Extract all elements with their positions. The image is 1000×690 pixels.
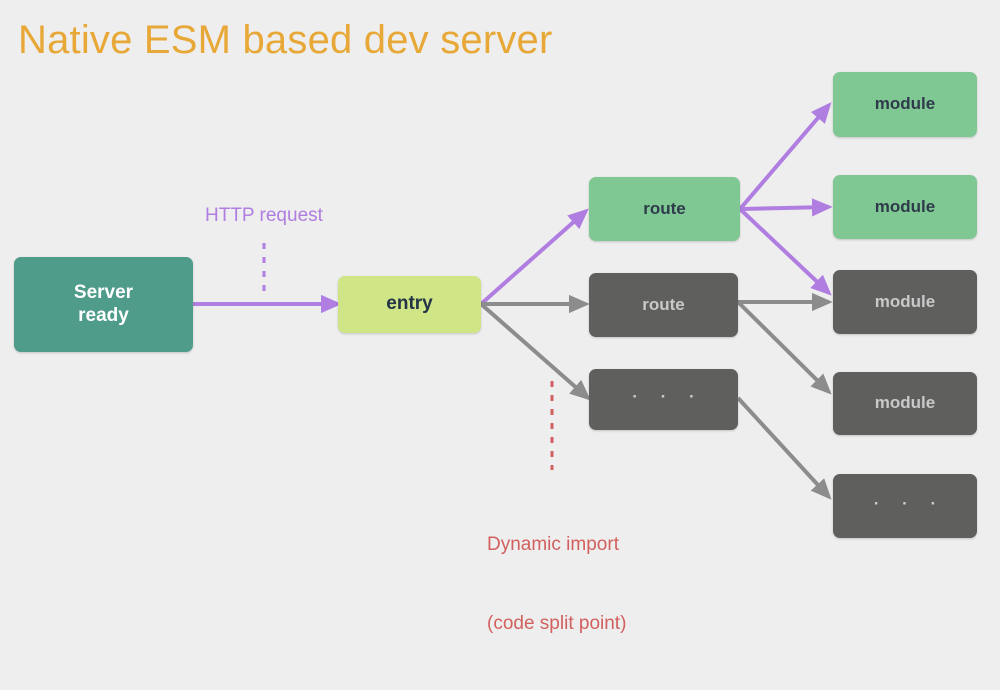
node-entry-label: entry bbox=[386, 293, 433, 315]
node-route-inactive[interactable]: route bbox=[589, 273, 738, 337]
edge-layer bbox=[193, 102, 833, 500]
node-route-active-label: route bbox=[643, 198, 686, 218]
diagram-canvas: Native ESM based dev server bbox=[14, 18, 977, 635]
node-route-inactive-label: route bbox=[642, 294, 685, 314]
node-module-4[interactable]: module bbox=[833, 372, 977, 435]
node-module-3[interactable]: module bbox=[833, 270, 977, 334]
node-module-ellipsis[interactable]: · · · bbox=[833, 474, 977, 538]
edge-entry-to-route-ellipsis bbox=[479, 302, 591, 401]
node-module-4-label: module bbox=[874, 393, 936, 413]
edge-route-ellipsis-to-module-ellipsis bbox=[736, 396, 832, 500]
annotation-http-request: HTTP request bbox=[205, 205, 323, 226]
node-module-2[interactable]: module bbox=[833, 175, 977, 239]
annotation-dynamic-import-line1: Dynamic import bbox=[487, 534, 619, 556]
node-route-ellipsis[interactable]: · · · bbox=[589, 369, 738, 430]
node-module-1[interactable]: module bbox=[833, 72, 977, 137]
annotation-dynamic-import: Dynamic import (code split point) bbox=[487, 480, 626, 690]
annotation-dynamic-import-line2: (code split point) bbox=[487, 613, 627, 635]
node-server-ready[interactable]: Server ready bbox=[14, 257, 193, 352]
edge-route-inactive-to-module-4 bbox=[736, 300, 832, 395]
edge-route-to-module-1 bbox=[738, 102, 832, 211]
node-module-1-label: module bbox=[874, 94, 936, 114]
edge-route-to-module-2 bbox=[739, 198, 833, 217]
edge-entry-to-route-active bbox=[479, 208, 589, 306]
node-module-2-label: module bbox=[874, 196, 936, 216]
node-module-3-label: module bbox=[874, 291, 936, 311]
node-module-ellipsis-label: · · · bbox=[873, 493, 946, 513]
node-server-ready-label: Server ready bbox=[73, 282, 134, 326]
page-title: Native ESM based dev server bbox=[18, 18, 553, 62]
edge-route-to-module-3 bbox=[738, 207, 832, 296]
node-entry[interactable]: entry bbox=[338, 276, 481, 333]
node-route-ellipsis-label: · · · bbox=[632, 387, 704, 407]
node-route-active[interactable]: route bbox=[589, 177, 740, 241]
